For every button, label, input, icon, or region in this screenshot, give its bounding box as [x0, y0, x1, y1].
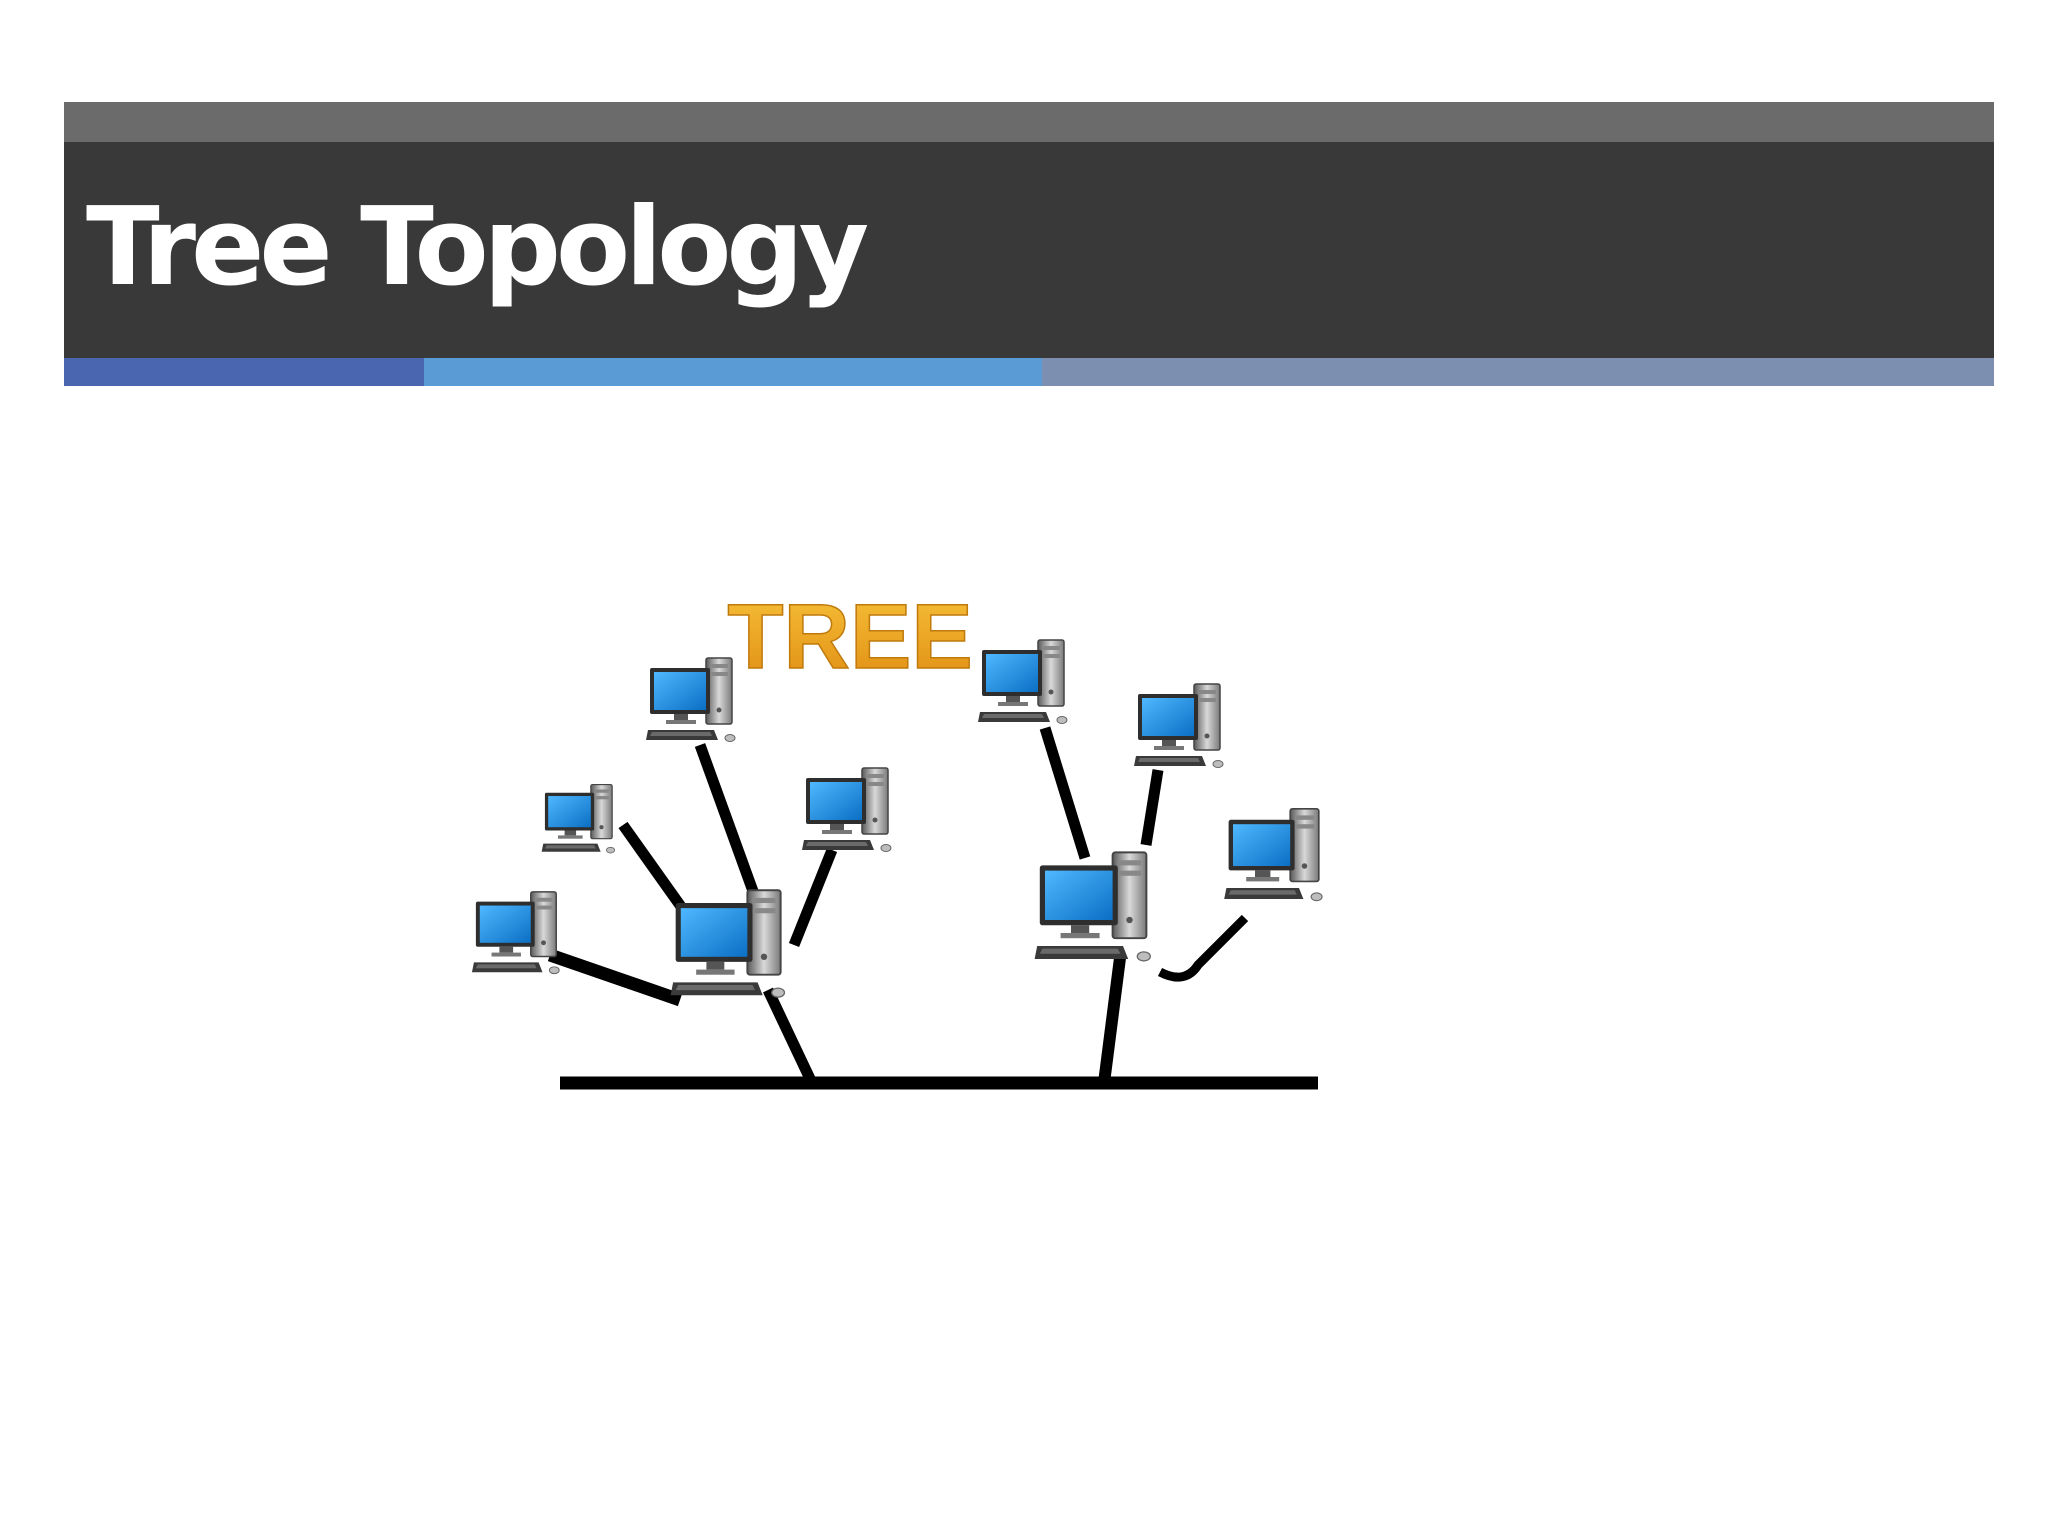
link-hub-left-to-pc-right	[788, 847, 838, 948]
link-hub-right-to-pc-top-right	[1140, 769, 1164, 846]
link-hub-left-to-pc-upper-left	[618, 821, 692, 919]
slide-title: Tree Topology	[86, 185, 869, 310]
computer-icon-top-center	[977, 639, 1068, 725]
computer-icon-top-left	[645, 657, 736, 743]
computer-icon-lower-left	[471, 891, 560, 975]
link-bus-to-hub-left	[763, 987, 817, 1086]
tree-label: TREE	[727, 586, 972, 688]
computer-icon-hub-left	[669, 889, 786, 999]
header-title-band	[64, 142, 1994, 358]
link-bus-to-hub-right	[1098, 957, 1126, 1084]
accent-bar-slate-blue	[1042, 358, 1994, 386]
computer-icon-upper-left	[541, 783, 616, 854]
link-hub-right-to-pc-top-left	[1039, 726, 1091, 860]
computer-icon-far-right	[1223, 807, 1323, 902]
computer-icon-left-right	[801, 767, 892, 853]
computer-icon-hub-right	[1033, 851, 1152, 962]
link-hub-left-to-pc-lower-left	[547, 948, 683, 1007]
accent-bar-light-blue	[424, 358, 1042, 386]
header-top-band	[64, 102, 1994, 142]
computer-icon-top-right	[1133, 683, 1224, 769]
accent-bar-dark-blue	[64, 358, 424, 386]
link-hub-right-to-pc-right	[1157, 914, 1249, 982]
link-hub-left-to-pc-top	[694, 743, 764, 907]
